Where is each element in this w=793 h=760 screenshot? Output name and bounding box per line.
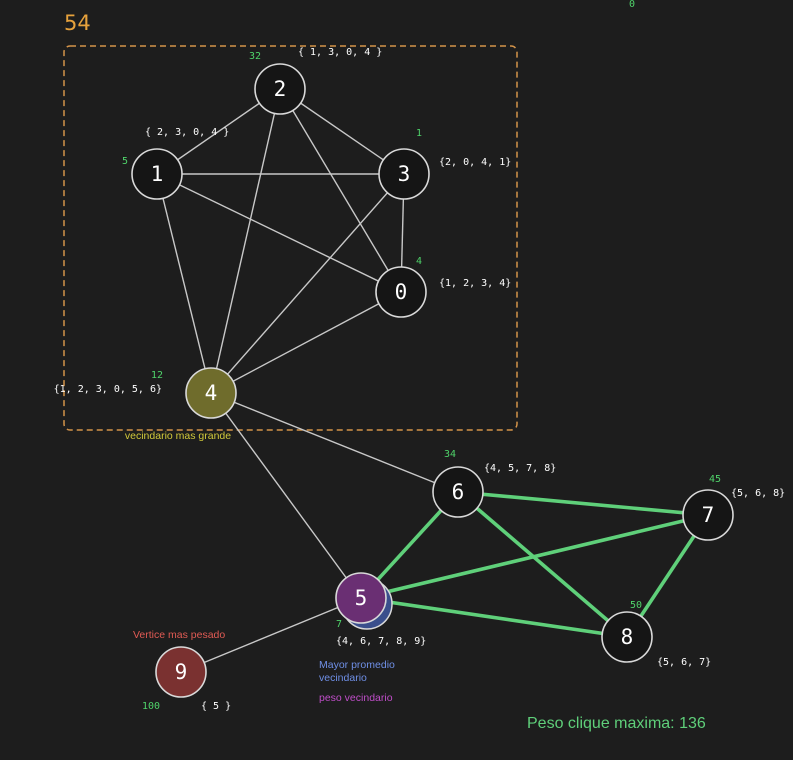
- caption-neighborhood-weight: peso vecindario: [319, 692, 393, 704]
- node-8-weight: 50: [630, 600, 642, 611]
- node-7-weight: 45: [709, 474, 721, 485]
- node-9[interactable]: 9 100 { 5 }: [142, 646, 231, 712]
- node-2-weight: 32: [249, 51, 261, 62]
- node-5[interactable]: 5 7 {4, 6, 7, 8, 9}: [335, 572, 426, 647]
- node-5-weight: 7: [336, 619, 342, 630]
- highlight-box-weight: 54: [64, 11, 91, 35]
- node-3-neighbors: {2, 0, 4, 1}: [439, 157, 511, 168]
- edge-4-5: [210, 392, 362, 599]
- node-9-circle[interactable]: [155, 646, 207, 698]
- node-8-circle[interactable]: [601, 611, 653, 663]
- highlight-box: [63, 45, 518, 431]
- node-9-label: 9: [175, 660, 188, 684]
- clique-edge-6-8: [456, 490, 629, 639]
- node-3-circle[interactable]: [378, 148, 430, 200]
- node-1-circle[interactable]: [131, 148, 183, 200]
- caption-largest-neighborhood-line1: vecindario mas grande: [125, 430, 231, 442]
- node-6-circle[interactable]: [432, 466, 484, 518]
- clique-edge-6-7: [457, 490, 709, 517]
- node-0-circle[interactable]: [375, 266, 427, 318]
- max-clique-weight: Peso clique maxima: 136: [527, 715, 706, 732]
- edge-3-4: [210, 173, 405, 394]
- node-6-weight: 34: [444, 449, 456, 460]
- corner-weight: 0: [629, 0, 635, 10]
- node-8[interactable]: 8 50 {5, 6, 7}: [601, 600, 711, 668]
- node-0-label: 0: [395, 280, 408, 304]
- clique-edge-5-8: [360, 596, 628, 639]
- node-4-circle[interactable]: [185, 367, 237, 419]
- node-9-weight: 100: [142, 701, 160, 712]
- node-3-weight: 1: [416, 128, 422, 139]
- edge-1-0: [156, 173, 402, 293]
- node-3[interactable]: 3 1 {2, 0, 4, 1}: [378, 128, 511, 200]
- node-1-label: 1: [151, 162, 164, 186]
- node-7-circle[interactable]: [682, 489, 734, 541]
- caption-avg-neighborhood-line2: vecindario: [319, 672, 367, 684]
- node-7-label: 7: [702, 503, 715, 527]
- caption-heaviest-vertex: Vertice mas pesado: [133, 629, 225, 641]
- node-6-label: 6: [452, 480, 465, 504]
- caption-avg-neighborhood-line1: Mayor promedio: [319, 659, 395, 671]
- node-0-neighbors: {1, 2, 3, 4}: [439, 278, 511, 289]
- node-4-neighbors: {1, 2, 3, 0, 5, 6}: [54, 384, 162, 395]
- node-4-label: 4: [205, 381, 218, 405]
- edge-0-4: [210, 291, 402, 394]
- node-4[interactable]: 4 12 {1, 2, 3, 0, 5, 6}: [54, 367, 237, 419]
- node-5-label: 5: [355, 586, 368, 610]
- node-9-neighbors: { 5 }: [201, 701, 231, 712]
- edge-2-0: [279, 88, 402, 293]
- node-2[interactable]: 2 32 { 1, 3, 0, 4 }: [249, 47, 382, 115]
- node-7[interactable]: 7 45 {5, 6, 8}: [682, 474, 785, 541]
- node-2-circle[interactable]: [254, 63, 306, 115]
- node-3-label: 3: [398, 162, 411, 186]
- node-1-neighbors: { 2, 3, 0, 4 }: [145, 127, 229, 138]
- node-1[interactable]: 1 5 { 2, 3, 0, 4 }: [122, 127, 229, 200]
- node-1-weight: 5: [122, 156, 128, 167]
- node-5-neighbors: {4, 6, 7, 8, 9}: [336, 636, 426, 647]
- node-7-neighbors: {5, 6, 8}: [731, 488, 785, 499]
- node-6[interactable]: 6 34 {4, 5, 7, 8}: [432, 449, 556, 518]
- node-2-label: 2: [274, 77, 287, 101]
- edge-1-4: [156, 173, 212, 394]
- node-8-neighbors: {5, 6, 7}: [657, 657, 711, 668]
- node-2-neighbors: { 1, 3, 0, 4 }: [298, 47, 382, 58]
- node-4-weight: 12: [151, 370, 163, 381]
- node-0[interactable]: 0 4 {1, 2, 3, 4}: [375, 256, 511, 318]
- nodes-layer: 0 4 {1, 2, 3, 4} 1 5 { 2, 3, 0, 4 } 2 32 { 1, 3,…: [54, 47, 786, 712]
- node-0-weight: 4: [416, 256, 422, 267]
- node-8-label: 8: [621, 625, 634, 649]
- edge-5-9: [180, 597, 362, 673]
- edge-4-6: [210, 392, 459, 493]
- node-5-circle[interactable]: [335, 572, 387, 624]
- node-6-neighbors: {4, 5, 7, 8}: [484, 463, 556, 474]
- edge-2-4: [210, 88, 281, 394]
